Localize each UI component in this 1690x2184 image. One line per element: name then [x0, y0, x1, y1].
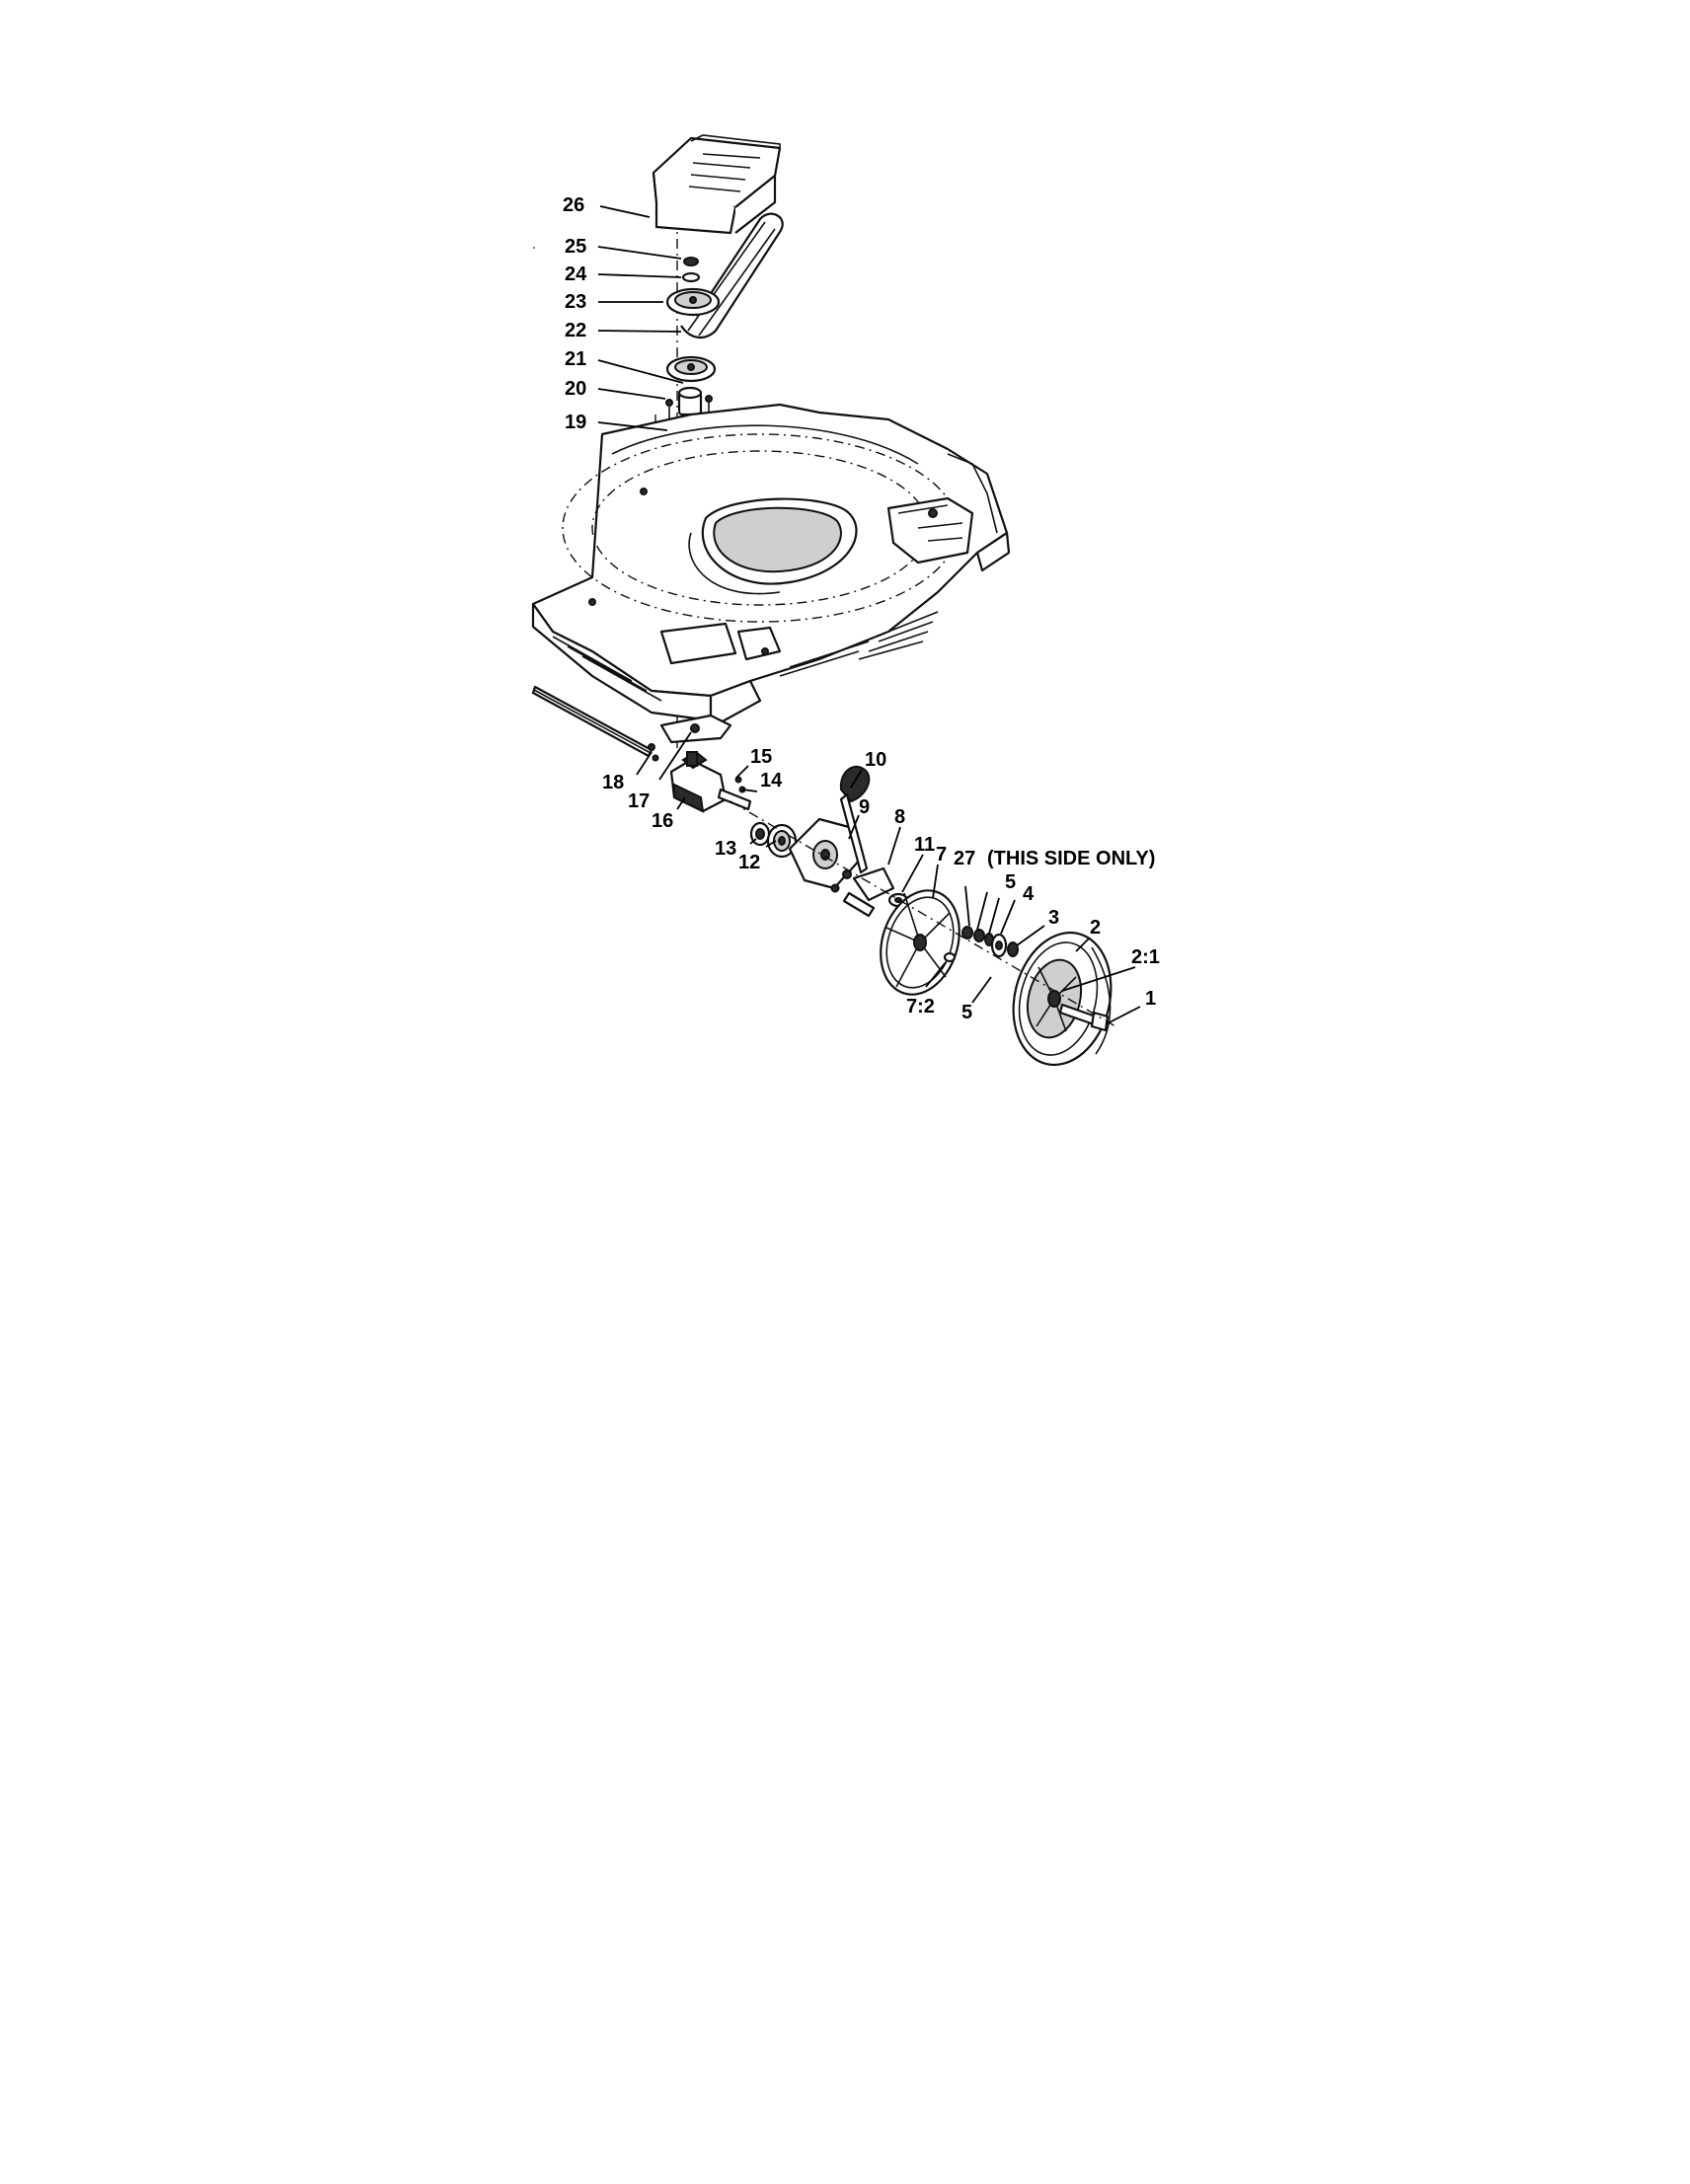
small-washer-part: [943, 951, 957, 963]
callout-17: 17: [628, 791, 650, 812]
axle-centerline: [730, 800, 1116, 1027]
upper-pulley-part: [665, 287, 721, 317]
callout-7-2: 7:2: [906, 996, 935, 1017]
nut-washer-stack: [681, 257, 701, 283]
mount-plate-part: [648, 714, 732, 762]
wheel-part: [1012, 931, 1113, 1067]
height-adjuster-plate: [788, 817, 863, 890]
callout-4: 4: [1023, 883, 1035, 905]
lower-pulley-part: [665, 355, 717, 383]
callout-11: 11: [914, 834, 935, 856]
adjuster-knob-part: [839, 765, 871, 874]
callout-27: 27: [954, 848, 975, 869]
callout-10: 10: [865, 749, 886, 771]
callout-8: 8: [894, 806, 905, 828]
callout-15: 15: [750, 746, 772, 768]
spacer-part: [677, 386, 703, 416]
callout-12: 12: [738, 852, 760, 873]
note-this-side-only: (THIS SIDE ONLY): [987, 848, 1155, 869]
callout-21: 21: [565, 348, 586, 370]
belt-cover-part: [652, 134, 782, 235]
stray-dot: [533, 247, 535, 249]
callout-25: 25: [565, 236, 586, 258]
callout-labels: 26 25 24 23 22 21 20 19 18 17 16 15 14 1…: [563, 194, 1160, 1023]
callout-24: 24: [565, 264, 587, 285]
wheel-bolt-part: [1058, 1003, 1110, 1032]
callout-20: 20: [565, 378, 586, 400]
callout-19: 19: [565, 412, 586, 433]
drive-wheel-gear-part: [880, 889, 960, 996]
callout-16: 16: [652, 810, 673, 832]
callout-5-lower: 5: [961, 1002, 972, 1023]
callout-9: 9: [859, 796, 870, 818]
callout-22: 22: [565, 320, 586, 341]
spacer-stack: [961, 926, 1019, 958]
callout-1: 1: [1145, 988, 1156, 1010]
callout-14: 14: [760, 770, 783, 791]
callout-5-upper: 5: [1005, 871, 1016, 893]
callout-26: 26: [563, 194, 584, 216]
callout-18: 18: [602, 772, 624, 793]
leader-lines: [597, 205, 1141, 1025]
callout-2: 2: [1090, 917, 1101, 939]
callout-23: 23: [565, 291, 586, 313]
callout-7: 7: [936, 844, 947, 866]
callout-13: 13: [715, 838, 736, 860]
lever-arm-part: [830, 866, 895, 918]
callout-3: 3: [1048, 907, 1059, 929]
callout-2-1: 2:1: [1131, 946, 1160, 968]
mower-deck: [531, 403, 1011, 724]
